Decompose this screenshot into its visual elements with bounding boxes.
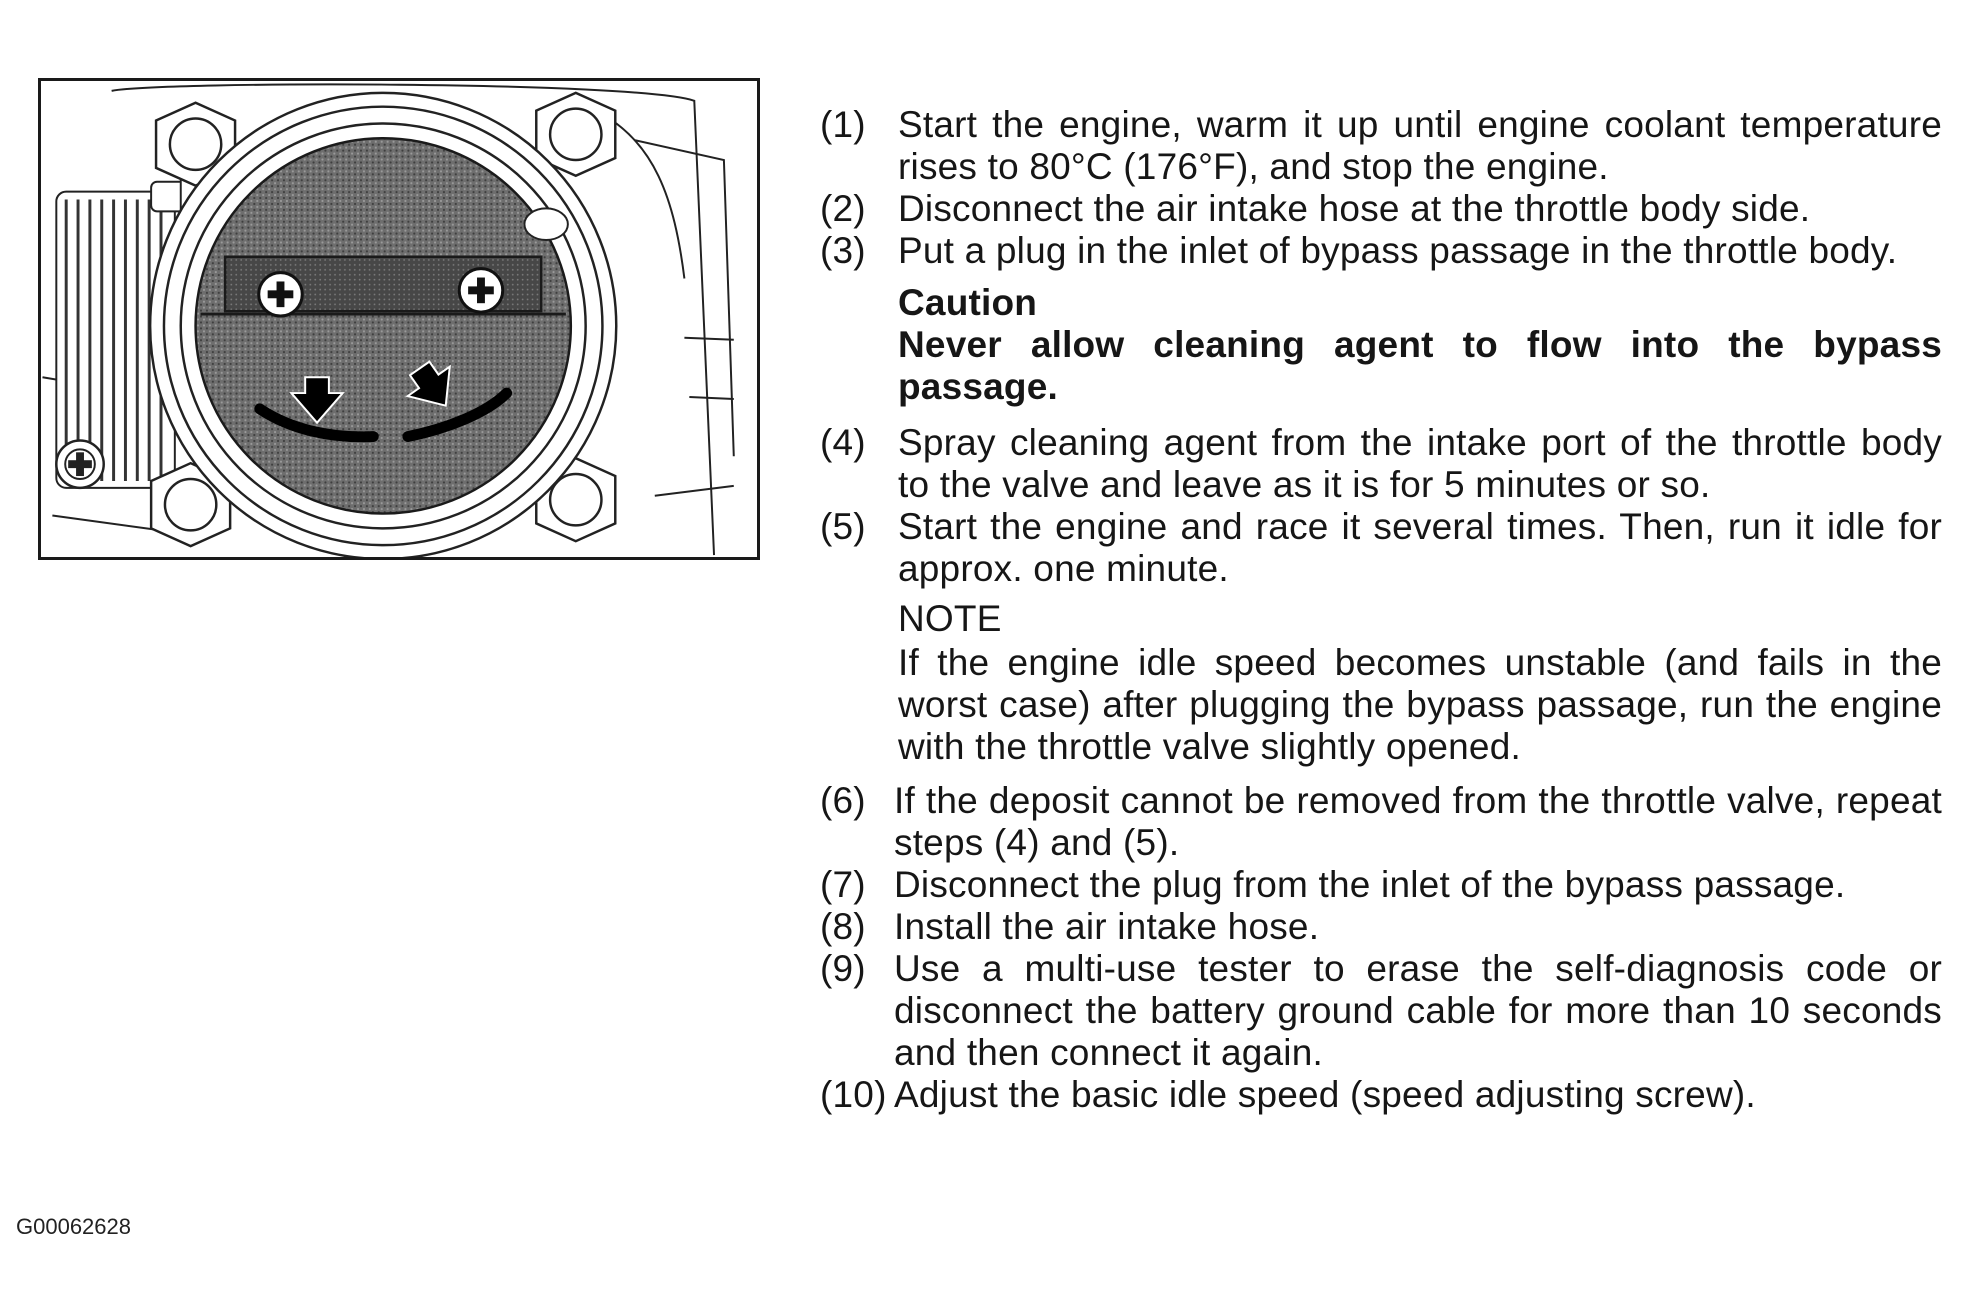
step-text: Put a plug in the inlet of bypass passag… [898, 230, 1898, 271]
step-3: (3) Put a plug in the inlet of bypass pa… [820, 230, 1942, 272]
step-number: (5) [820, 506, 866, 547]
caution-text: Never allow cleaning agent to flow into … [898, 324, 1942, 407]
throttle-valve-plate [194, 137, 573, 515]
housing-screw [55, 439, 105, 490]
deposit-mark-left [254, 403, 379, 443]
valve-screw-left [257, 271, 304, 318]
step-10: (10) Adjust the basic idle speed (speed … [820, 1074, 1942, 1116]
step-4: (4) Spray cleaning agent from the intake… [820, 422, 1942, 506]
step-2: (2) Disconnect the air intake hose at th… [820, 188, 1942, 230]
note-text: If the engine idle speed becomes unstabl… [898, 642, 1942, 767]
step-text: Adjust the basic idle speed (speed adjus… [894, 1074, 1756, 1115]
step-7: (7) Disconnect the plug from the inlet o… [820, 864, 1942, 906]
step-number: (10) [820, 1074, 887, 1115]
arrow-left-icon [289, 376, 345, 425]
step-text: Disconnect the air intake hose at the th… [898, 188, 1811, 229]
step-text: Use a multi-use tester to erase the self… [894, 948, 1942, 1073]
step-text: Spray cleaning agent from the intake por… [898, 422, 1942, 505]
valve-screw-right [457, 267, 505, 314]
step-1: (1) Start the engine, warm it up until e… [820, 104, 1942, 188]
arrow-right-icon [405, 360, 451, 407]
procedure-steps: (1) Start the engine, warm it up until e… [820, 104, 1942, 1116]
step-number: (2) [820, 188, 866, 229]
step-text: Start the engine, warm it up until engin… [898, 104, 1942, 187]
step-text: Disconnect the plug from the inlet of th… [894, 864, 1846, 905]
step-9: (9) Use a multi-use tester to erase the … [820, 948, 1942, 1074]
step-number: (4) [820, 422, 866, 463]
step-text: Install the air intake hose. [894, 906, 1320, 947]
step-number: (6) [820, 780, 866, 821]
step-6: (6) If the deposit cannot be removed fro… [820, 780, 1942, 864]
note-title: NOTE [898, 598, 1002, 639]
throttle-body-illustration [38, 78, 760, 560]
step-number: (1) [820, 104, 866, 145]
deposit-mark-right [402, 387, 513, 442]
note-box: NOTE If the engine idle speed becomes un… [898, 598, 1942, 768]
caution-box: Caution Never allow cleaning agent to fl… [898, 282, 1942, 408]
throttle-body-drawing [42, 83, 735, 557]
figure-id-label: G00062628 [16, 1214, 131, 1239]
caution-title: Caution [898, 282, 1038, 323]
step-number: (7) [820, 864, 866, 905]
step-number: (8) [820, 906, 866, 947]
step-5: (5) Start the engine and race it several… [820, 506, 1942, 590]
step-8: (8) Install the air intake hose. [820, 906, 1942, 948]
step-text: Start the engine and race it several tim… [898, 506, 1942, 589]
step-number: (9) [820, 948, 866, 989]
step-number: (3) [820, 230, 866, 271]
step-text: If the deposit cannot be removed from th… [894, 780, 1942, 863]
